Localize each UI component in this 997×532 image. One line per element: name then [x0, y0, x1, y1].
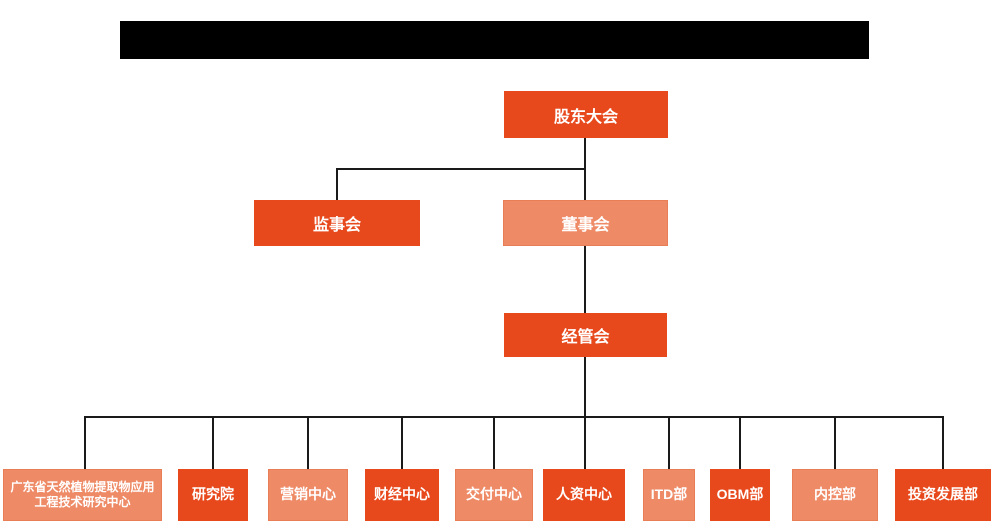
connector-drop-5	[493, 416, 495, 469]
connector-drop-10	[942, 416, 944, 469]
connector-drop-8	[739, 416, 741, 469]
org-node-research-institute: 研究院	[178, 469, 248, 521]
connector-bus-horizontal	[84, 416, 944, 418]
connector-management-bus	[584, 357, 586, 417]
connector-drop-1	[84, 416, 86, 469]
org-node-supervisory-board: 监事会	[254, 200, 420, 246]
connector-drop-6	[584, 416, 586, 469]
org-node-investment-development: 投资发展部	[895, 469, 991, 521]
org-node-itd-department: ITD部	[643, 469, 695, 521]
org-node-management-committee: 经管会	[504, 313, 667, 357]
connector-drop-3	[307, 416, 309, 469]
connector-drop-4	[401, 416, 403, 469]
connector-supervisory-vertical	[336, 168, 338, 200]
org-node-obm-department: OBM部	[710, 469, 770, 521]
connector-branch-horizontal	[336, 168, 586, 170]
org-node-hr-center: 人资中心	[543, 469, 625, 521]
connector-drop-7	[668, 416, 670, 469]
redacted-title-bar	[120, 21, 869, 59]
org-node-marketing-center: 营销中心	[268, 469, 348, 521]
connector-drop-2	[212, 416, 214, 469]
org-node-delivery-center: 交付中心	[455, 469, 533, 521]
org-node-board-of-directors: 董事会	[503, 200, 668, 246]
org-node-shareholders-meeting: 股东大会	[504, 91, 668, 138]
connector-board-management	[584, 246, 586, 313]
org-node-research-center: 广东省天然植物提取物应用工程技术研究中心	[3, 469, 162, 521]
org-node-finance-center: 财经中心	[365, 469, 439, 521]
connector-drop-9	[834, 416, 836, 469]
org-node-internal-control: 内控部	[792, 469, 878, 521]
